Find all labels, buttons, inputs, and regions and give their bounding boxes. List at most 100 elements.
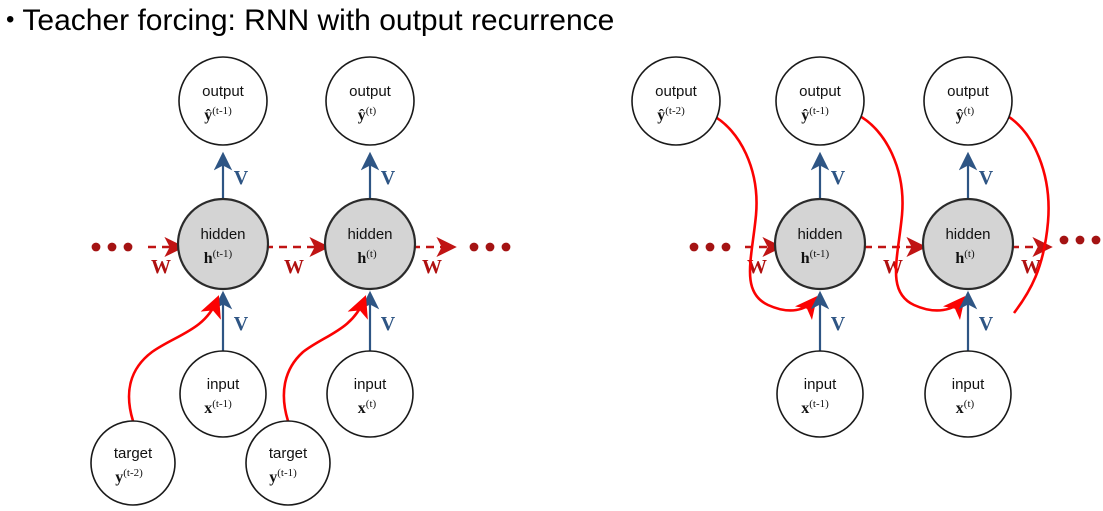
left-hidden-node-2-var: h <box>357 250 366 267</box>
right-input-node-1-var: x <box>801 400 809 417</box>
svg-text:ŷ(t-1): ŷ(t-1) <box>801 105 829 124</box>
right-ellipsis-dot <box>1059 235 1069 245</box>
left-w-label-3: W <box>422 256 442 278</box>
page-title: Teacher forcing: RNN with output recurre… <box>22 4 615 37</box>
right-output-node-2-var: ŷ <box>801 107 809 124</box>
right-ellipsis-dot <box>689 242 699 252</box>
svg-text:h(t): h(t) <box>357 248 377 267</box>
left-output-node-1-label: output <box>202 83 245 100</box>
right-output-node-3-label: output <box>947 83 990 100</box>
right-output-node-1-label: output <box>655 83 698 100</box>
right-input-node-1-label: input <box>804 376 837 393</box>
right-output-node-2-label: output <box>799 83 842 100</box>
left-input-node-2[interactable]: input x(t) <box>326 350 414 438</box>
left-teacher-forcing-curve-1 <box>127 295 221 422</box>
left-ellipsis-dot <box>485 242 495 252</box>
right-v-label-3: V <box>831 313 846 335</box>
left-target-node-1-sup: (t-2) <box>123 467 143 479</box>
right-output-node-3[interactable]: output ŷ(t) <box>923 56 1013 146</box>
left-input-node-1-label: input <box>207 376 240 393</box>
left-ellipsis-dot <box>91 242 101 252</box>
left-v-label-3: V <box>234 313 249 335</box>
right-input-node-2-var: x <box>956 400 964 417</box>
right-w-label-1: W <box>747 256 767 278</box>
left-output-node-1-var: ŷ <box>204 107 212 124</box>
right-v-label-4: V <box>979 313 994 335</box>
left-target-node-2-sup: (t-1) <box>277 467 297 479</box>
slide-title-row: • Teacher forcing: RNN with output recur… <box>6 0 614 44</box>
left-teacher-forcing-curve-2 <box>282 295 368 422</box>
left-ellipsis-dot <box>501 242 511 252</box>
left-recurrent-chain: W W W <box>91 236 511 278</box>
svg-text:y(t-2): y(t-2) <box>115 467 143 486</box>
svg-text:x(t): x(t) <box>956 398 975 417</box>
svg-text:x(t-1): x(t-1) <box>204 398 232 417</box>
left-hidden-node-2[interactable]: hidden h(t) <box>323 197 417 291</box>
svg-text:ŷ(t): ŷ(t) <box>956 105 975 124</box>
right-input-node-2[interactable]: input x(t) <box>924 350 1012 438</box>
left-input-node-1-sup: (t-1) <box>212 398 232 410</box>
right-hidden-node-1-label: hidden <box>797 226 842 243</box>
right-output-node-3-sup: (t) <box>964 105 975 117</box>
left-input-node-2-label: input <box>354 376 387 393</box>
left-diagram: W W W V V V V output ŷ(t-1) <box>90 56 511 506</box>
left-input-node-1[interactable]: input x(t-1) <box>179 350 267 438</box>
bullet-icon: • <box>6 6 15 33</box>
right-hidden-node-1-var: h <box>801 250 810 267</box>
left-hidden-node-1-sup: (t-1) <box>213 248 233 260</box>
svg-text:y(t-1): y(t-1) <box>269 467 297 486</box>
left-target-node-1[interactable]: target y(t-2) <box>90 420 176 506</box>
svg-text:x(t-1): x(t-1) <box>801 398 829 417</box>
right-hidden-node-2-label: hidden <box>945 226 990 243</box>
right-output-node-1[interactable]: output ŷ(t-2) <box>631 56 721 146</box>
right-input-node-1-sup: (t-1) <box>809 398 829 410</box>
right-output-node-2[interactable]: output ŷ(t-1) <box>775 56 865 146</box>
right-v-label-1: V <box>831 167 846 189</box>
left-ellipsis-dot <box>123 242 133 252</box>
left-ellipsis-dot <box>469 242 479 252</box>
svg-text:ŷ(t-2): ŷ(t-2) <box>657 105 685 124</box>
left-hidden-node-1[interactable]: hidden h(t-1) <box>176 197 270 291</box>
right-ellipsis-dot <box>705 242 715 252</box>
left-target-node-1-var: y <box>115 469 123 486</box>
right-output-node-1-sup: (t-2) <box>665 105 685 117</box>
right-ellipsis-dot <box>721 242 731 252</box>
left-target-node-2[interactable]: target y(t-1) <box>245 420 331 506</box>
right-diagram: W W W V V V V output ŷ(t-2) <box>631 56 1101 438</box>
left-output-node-1-sup: (t-1) <box>212 105 232 117</box>
svg-text:h(t-1): h(t-1) <box>801 248 830 267</box>
right-output-node-3-var: ŷ <box>956 107 964 124</box>
left-output-node-2-label: output <box>349 83 392 100</box>
right-ellipsis-dot <box>1075 235 1085 245</box>
left-input-node-2-var: x <box>358 400 366 417</box>
left-target-node-2-var: y <box>269 469 277 486</box>
right-w-label-2: W <box>883 256 903 278</box>
left-w-label-2: W <box>284 256 304 278</box>
right-input-node-2-label: input <box>952 376 985 393</box>
svg-text:ŷ(t-1): ŷ(t-1) <box>204 105 232 124</box>
right-input-node-2-sup: (t) <box>964 398 975 410</box>
left-output-node-2[interactable]: output ŷ(t) <box>325 56 415 146</box>
right-output-recurrence-curve-3 <box>1005 113 1050 314</box>
left-hidden-node-1-label: hidden <box>200 226 245 243</box>
left-target-node-2-label: target <box>269 445 308 462</box>
left-output-node-1[interactable]: output ŷ(t-1) <box>178 56 268 146</box>
right-hidden-node-2-var: h <box>955 250 964 267</box>
right-hidden-node-2[interactable]: hidden h(t) <box>921 197 1015 291</box>
right-output-recurrence-curve-2 <box>857 113 966 321</box>
right-output-node-1-var: ŷ <box>657 107 665 124</box>
right-output-node-2-sup: (t-1) <box>809 105 829 117</box>
right-ellipsis-dot <box>1091 235 1101 245</box>
left-input-node-2-sup: (t) <box>366 398 377 410</box>
left-hidden-node-2-label: hidden <box>347 226 392 243</box>
svg-text:h(t-1): h(t-1) <box>204 248 233 267</box>
left-v-label-4: V <box>381 313 396 335</box>
right-hidden-node-1[interactable]: hidden h(t-1) <box>773 197 867 291</box>
left-ellipsis-dot <box>107 242 117 252</box>
left-w-label-1: W <box>151 256 171 278</box>
left-target-node-1-label: target <box>114 445 153 462</box>
right-input-node-1[interactable]: input x(t-1) <box>776 350 864 438</box>
left-output-node-2-sup: (t) <box>366 105 377 117</box>
